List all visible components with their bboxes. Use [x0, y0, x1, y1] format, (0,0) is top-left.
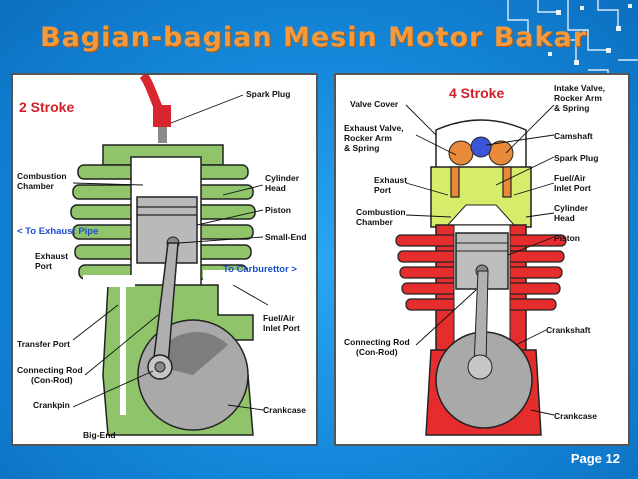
label-transfer-port: Transfer Port: [17, 339, 70, 349]
label-spark-plug-4: Spark Plug: [554, 153, 599, 163]
label-connecting-rod-4: Connecting Rod(Con-Rod): [344, 337, 410, 357]
label-crankcase: Crankcase: [263, 405, 307, 415]
four-stroke-engine-illustration: [395, 104, 567, 436]
two-stroke-engine-illustration: [70, 75, 273, 436]
label-big-end: Big-End: [83, 430, 116, 440]
label-piston-4: Piston: [554, 233, 580, 243]
label-to-carburettor: To Carburettor >: [223, 264, 297, 275]
label-valve-cover: Valve Cover: [350, 99, 399, 109]
label-small-end: Small-End: [265, 232, 307, 242]
label-connecting-rod: Connecting Rod(Con-Rod): [17, 365, 83, 385]
two-stroke-heading: 2 Stroke: [19, 99, 75, 115]
label-to-exhaust-pipe: < To Exhaust Pipe: [17, 226, 99, 237]
label-exhaust-valve: Exhaust Valve,Rocker Arm& Spring: [344, 123, 404, 153]
label-crankpin: Crankpin: [33, 400, 70, 410]
slide-title: Bagian-bagian Mesin Motor Bakar: [40, 22, 588, 53]
label-camshaft: Camshaft: [554, 131, 593, 141]
label-spark-plug: Spark Plug: [246, 89, 291, 99]
four-stroke-heading: 4 Stroke: [449, 85, 505, 101]
label-intake-valve: Intake Valve,Rocker Arm& Spring: [554, 83, 606, 113]
four-stroke-diagram: 4 Stroke Valve Cover Intake Valve,Rocker…: [334, 73, 630, 446]
label-crankshaft: Crankshaft: [546, 325, 591, 335]
label-crankcase-4: Crankcase: [554, 411, 598, 421]
label-piston: Piston: [265, 205, 291, 215]
page-number: Page 12: [570, 451, 620, 466]
